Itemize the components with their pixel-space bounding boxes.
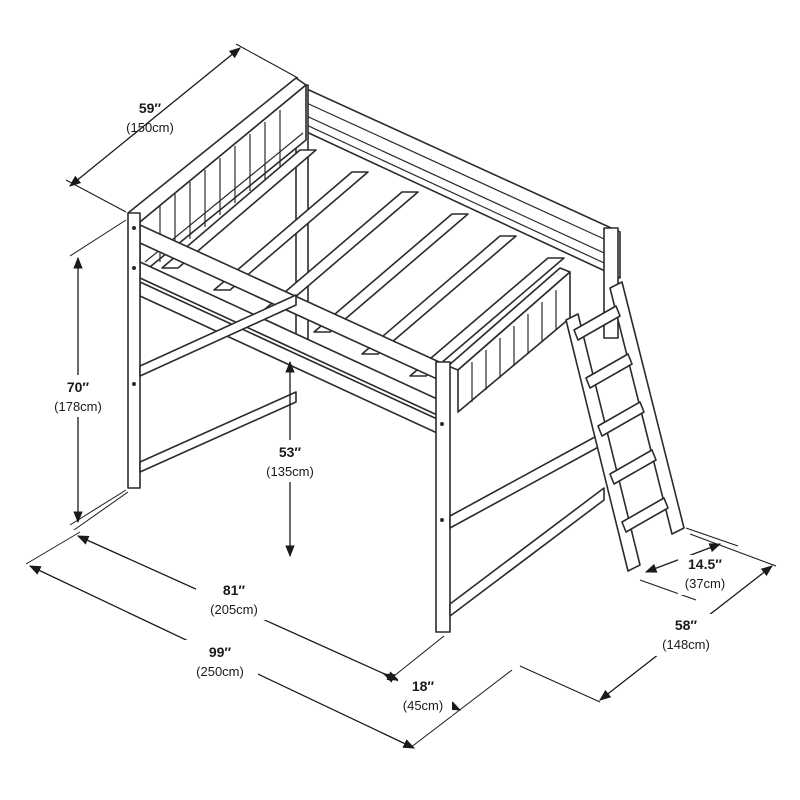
ladder[interactable] (565, 281, 685, 572)
label-width-total-sub: (148cm) (662, 637, 710, 652)
label-ladder-depth-main: 14.5″ (688, 556, 722, 572)
label-ladder-offset-main: 18″ (412, 678, 435, 694)
footboard (447, 267, 571, 413)
label-ladder-depth-sub: (37cm) (685, 576, 725, 591)
label-width-top-main: 59″ (139, 100, 162, 116)
label-ladder-offset-sub: (45cm) (403, 698, 443, 713)
label-length-bed-sub: (205cm) (210, 602, 258, 617)
label-length-bed-main: 81″ (223, 582, 246, 598)
label-length-total-sub: (250cm) (196, 664, 244, 679)
label-height-main: 70″ (67, 379, 90, 395)
label-width-top-sub: (150cm) (126, 120, 174, 135)
label-clearance: 53″ (135cm) (256, 440, 324, 482)
label-height: 70″ (178cm) (44, 375, 112, 417)
label-clearance-sub: (135cm) (266, 464, 314, 479)
label-length-total: 99″ (250cm) (182, 640, 258, 682)
front-posts (127, 212, 451, 633)
label-height-sub: (178cm) (54, 399, 102, 414)
label-width-total-main: 58″ (675, 617, 698, 633)
lower-stretchers (139, 294, 605, 617)
label-length-bed: 81″ (205cm) (196, 578, 272, 620)
back-guardrail (297, 84, 621, 279)
label-length-total-main: 99″ (209, 644, 232, 660)
label-ladder-depth: 14.5″ (37cm) (678, 555, 734, 595)
loft-bed-illustration (127, 77, 685, 633)
label-clearance-main: 53″ (279, 444, 302, 460)
footboard-slats (471, 290, 557, 402)
label-width-top: 59″ (150cm) (126, 100, 174, 135)
label-width-total: 58″ (148cm) (652, 614, 720, 656)
mattress-slats (161, 149, 565, 377)
label-ladder-offset: 18″ (45cm) (398, 676, 452, 716)
